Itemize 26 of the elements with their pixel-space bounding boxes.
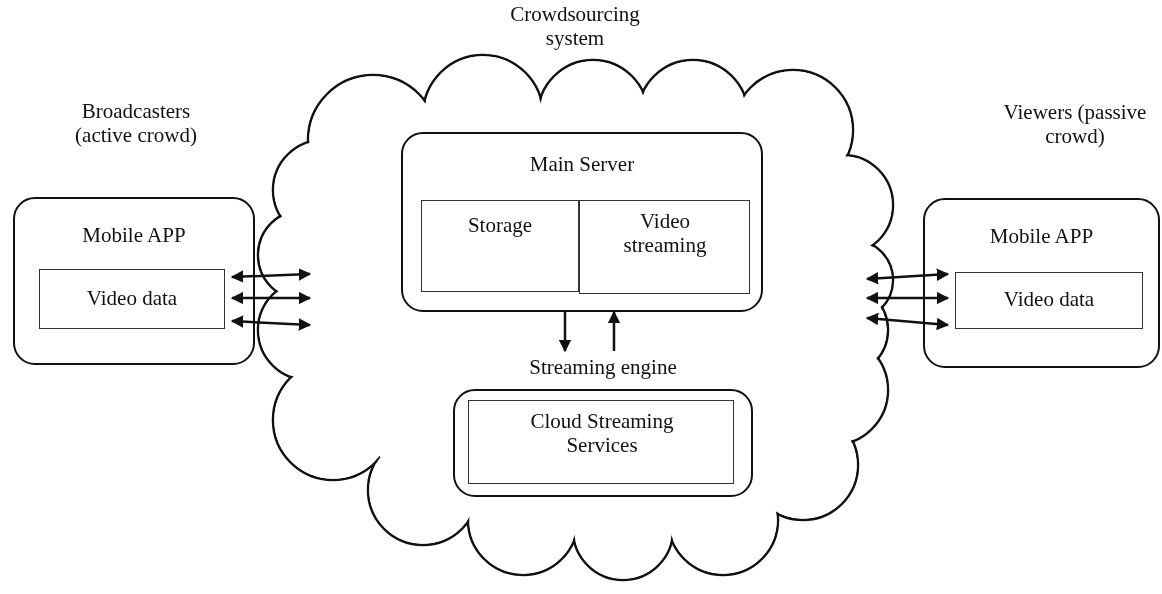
rectangle-box <box>579 200 750 294</box>
heading-text: Broadcasters (active crowd) <box>74 99 198 148</box>
double-arrow <box>865 291 950 305</box>
heading-text: Viewers (passive crowd) <box>1002 100 1148 149</box>
label-text: Video streaming <box>622 209 708 258</box>
rectangle-box <box>955 272 1143 329</box>
label-text: Cloud Streaming Services <box>529 409 675 458</box>
rectangle-box <box>421 200 579 292</box>
rounded-box <box>401 132 763 312</box>
rectangle-box <box>468 400 734 484</box>
double-arrow <box>230 291 312 305</box>
label-text: Video data <box>1002 287 1096 312</box>
label-text: Main Server <box>528 152 636 177</box>
double-arrow <box>865 268 950 285</box>
arrow <box>607 310 621 351</box>
double-arrow <box>865 312 950 331</box>
label-text: Mobile APP <box>81 223 187 248</box>
label-text: Video data <box>85 286 179 311</box>
arrow <box>558 312 572 353</box>
double-arrow <box>230 268 312 283</box>
heading-text: Crowdsourcing system <box>509 2 641 51</box>
rectangle-box <box>39 269 225 329</box>
heading-text: Streaming engine <box>528 355 678 380</box>
label-text: Mobile APP <box>988 224 1095 249</box>
double-arrow <box>230 315 312 331</box>
label-text: Storage <box>466 213 534 238</box>
